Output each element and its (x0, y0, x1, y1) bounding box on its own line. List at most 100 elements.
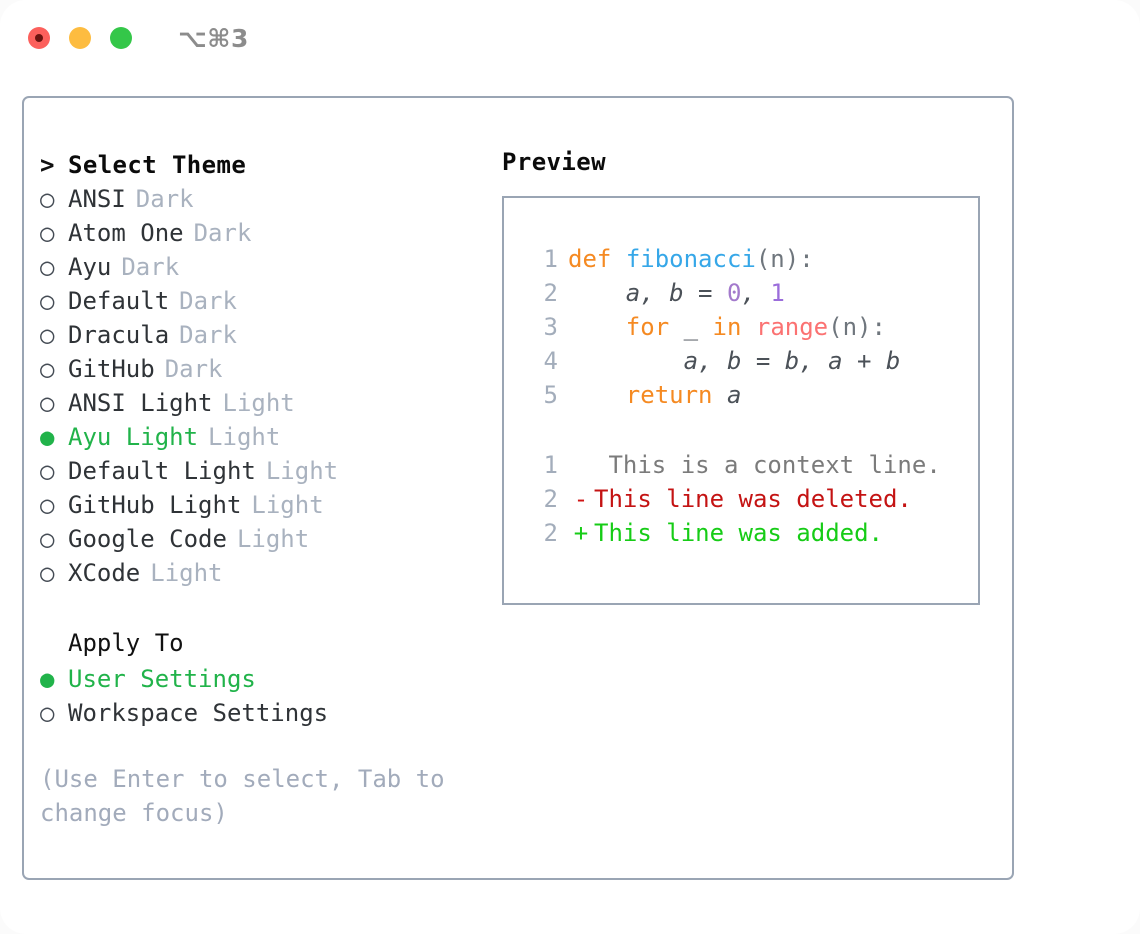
line-number: 1 (543, 245, 558, 273)
radio-off-icon: ○ (40, 559, 55, 587)
line-number: 4 (543, 347, 558, 375)
token-params: (n): (828, 313, 886, 341)
line-number: 2 (543, 485, 558, 513)
preview-heading: Preview (502, 148, 606, 176)
minimize-window-button[interactable] (69, 27, 91, 49)
token-keyword-def: def (568, 245, 612, 273)
radio-off-icon: ○ (40, 699, 55, 727)
token-assignment: a, b = (625, 279, 727, 307)
theme-tag: Dark (179, 321, 237, 349)
theme-tag: Light (208, 423, 281, 451)
theme-tag: Dark (193, 219, 252, 247)
radio-off-icon: ○ (40, 355, 55, 383)
radio-off-icon: ○ (40, 491, 55, 519)
theme-name: Dracula (68, 321, 170, 349)
line-number: 5 (543, 381, 558, 409)
theme-option-dracula[interactable]: ○ Dracula Dark (40, 318, 510, 352)
select-theme-label: Select Theme (68, 151, 247, 179)
token-number-one: 1 (770, 279, 785, 307)
section-spacer (40, 590, 510, 624)
code-line: 4 a, b = b, a + b (522, 344, 978, 378)
radio-off-icon: ○ (40, 457, 55, 485)
theme-name: ANSI (68, 185, 126, 213)
apply-to-label: Workspace Settings (68, 699, 329, 727)
radio-on-icon: ● (40, 423, 55, 451)
token-indent (568, 276, 626, 310)
theme-tag: Light (251, 491, 324, 519)
apply-to-workspace-settings[interactable]: ○ Workspace Settings (40, 696, 510, 730)
token-keyword-for: for (625, 313, 670, 341)
theme-tag: Light (265, 457, 339, 485)
theme-name: Google Code (68, 525, 227, 553)
token-underscore: _ (669, 313, 713, 341)
theme-option-xcode[interactable]: ○ XCode Light (40, 556, 510, 590)
radio-off-icon: ○ (40, 525, 55, 553)
prompt-icon: > (40, 151, 55, 179)
theme-name: Ayu (68, 253, 112, 281)
select-theme-heading: > Select Theme (40, 148, 510, 182)
theme-tag: Dark (121, 253, 180, 281)
theme-name: Ayu Light (68, 423, 199, 451)
token-expression: a, b = b, a + b (683, 347, 901, 375)
token-space (611, 242, 625, 276)
token-keyword-return: return (625, 381, 713, 409)
zoom-window-button[interactable] (110, 27, 132, 49)
apply-to-user-settings[interactable]: ● User Settings (40, 662, 510, 696)
code-line: 5 return a (522, 378, 978, 412)
theme-tag: Dark (179, 287, 237, 315)
diff-text: This line was added. (594, 519, 883, 547)
window-title: ⌥⌘3 (178, 23, 249, 53)
diff-line-deleted: 2-This line was deleted. (522, 482, 978, 516)
theme-name: Default Light (68, 457, 256, 485)
line-number: 2 (543, 519, 558, 547)
theme-option-ayu-light[interactable]: ● Ayu Light Light (40, 420, 510, 454)
theme-name: ANSI Light (68, 389, 213, 417)
theme-option-default-light[interactable]: ○ Default Light Light (40, 454, 510, 488)
line-number: 2 (543, 279, 558, 307)
token-params: (n): (755, 245, 814, 273)
theme-name: Atom One (68, 219, 184, 247)
theme-name: XCode (68, 559, 141, 587)
apply-to-label: User Settings (68, 665, 256, 693)
diff-text: This line was deleted. (594, 485, 912, 513)
diff-text: This is a context line. (594, 451, 941, 479)
keyboard-hint: (Use Enter to select, Tab to change focu… (40, 765, 445, 827)
theme-tag: Light (222, 389, 295, 417)
diff-sign (568, 448, 594, 482)
theme-option-github[interactable]: ○ GitHub Dark (40, 352, 510, 386)
token-indent (568, 310, 626, 344)
token-indent (568, 344, 684, 378)
preview-gap (522, 412, 978, 448)
diff-sign-plus: + (573, 519, 589, 547)
diff-sign-minus: - (573, 485, 589, 513)
token-keyword-in: in (712, 313, 742, 341)
theme-option-google-code[interactable]: ○ Google Code Light (40, 522, 510, 556)
close-window-button[interactable] (28, 27, 50, 49)
theme-tag: Light (236, 525, 310, 553)
diff-line-added: 2 +This line was added. (522, 516, 978, 550)
radio-off-icon: ○ (40, 321, 55, 349)
token-return-value: a (712, 381, 742, 409)
token-number-zero: 0 (726, 279, 742, 307)
line-number: 1 (543, 451, 558, 479)
diff-line-context: 1 This is a context line. (522, 448, 978, 482)
line-number: 3 (543, 313, 558, 341)
theme-tag: Dark (164, 355, 223, 383)
code-line: 2 a, b = 0, 1 (522, 276, 978, 310)
title-bar: ⌥⌘3 (0, 0, 1140, 76)
theme-name: GitHub (68, 355, 155, 383)
code-line: 3 for _ in range(n): (522, 310, 978, 344)
radio-on-icon: ● (40, 665, 55, 693)
theme-tag: Light (150, 559, 223, 587)
